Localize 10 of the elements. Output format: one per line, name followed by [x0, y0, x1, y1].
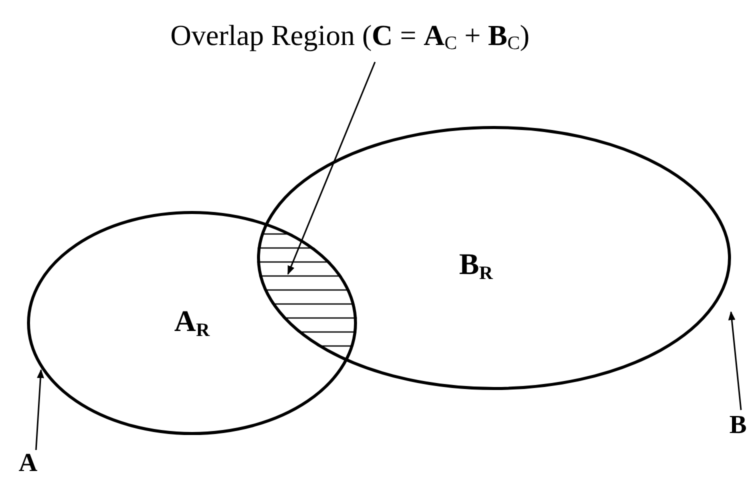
ellipse [27, 211, 357, 435]
pointer-label: A [18, 450, 38, 476]
leader-arrow [728, 311, 742, 410]
ellipse [257, 126, 731, 390]
leader-arrow [35, 369, 44, 450]
leader-arrow [287, 62, 376, 275]
region-label: A$_{R}$ [174, 304, 210, 342]
region-label: B$_{R}$ [459, 248, 493, 284]
title-label: Overlap Region (C = A$_{C}$ + B$_{C}$) [170, 22, 530, 54]
pointer-label: B [729, 412, 747, 438]
